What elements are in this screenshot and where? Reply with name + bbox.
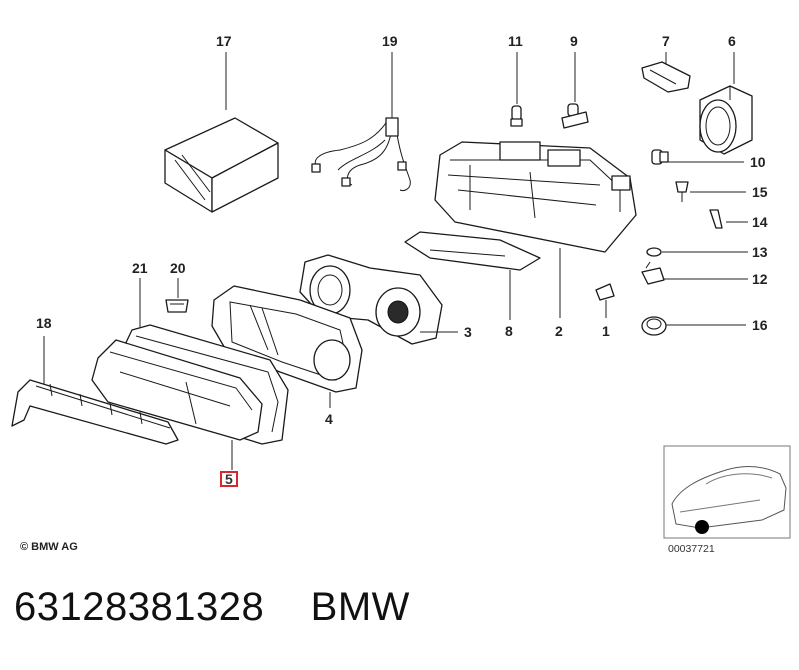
part-12-adjuster bbox=[641, 261, 665, 285]
part-3-reflector bbox=[299, 254, 443, 345]
part-7-cover bbox=[641, 61, 691, 93]
callout-16: 16 bbox=[752, 317, 768, 333]
car-locator-inset bbox=[663, 445, 791, 539]
copyright-text: © BMW AG bbox=[20, 541, 78, 553]
callout-17: 17 bbox=[216, 33, 232, 49]
callout-13: 13 bbox=[752, 244, 768, 260]
callout-8: 8 bbox=[505, 323, 513, 339]
callout-14: 14 bbox=[752, 214, 768, 230]
part-18-moulding-strip bbox=[11, 379, 179, 445]
part-9-bulb bbox=[561, 103, 589, 129]
callout-7: 7 bbox=[662, 33, 670, 49]
part-5-headlight-lens bbox=[91, 339, 263, 441]
callout-15: 15 bbox=[752, 184, 768, 200]
part-4-trim-frame bbox=[211, 285, 363, 393]
callout-9: 9 bbox=[570, 33, 578, 49]
part-8-cover-plate bbox=[404, 231, 541, 271]
callout-3: 3 bbox=[464, 324, 472, 340]
highlighted-part-marker bbox=[220, 471, 238, 487]
callout-6: 6 bbox=[728, 33, 736, 49]
part-10-bulb bbox=[651, 149, 669, 165]
part-13-washer bbox=[646, 247, 662, 257]
part-16-grommet bbox=[641, 316, 667, 336]
part-2-headlight-housing bbox=[434, 141, 637, 253]
callout-2: 2 bbox=[555, 323, 563, 339]
part-11-bulb bbox=[510, 105, 523, 127]
callout-4: 4 bbox=[325, 411, 333, 427]
part-1-adjusting-screw bbox=[595, 283, 615, 312]
part-20-clip bbox=[165, 299, 189, 313]
part-number-caption: 63128381328 BMW bbox=[14, 585, 410, 629]
callout-21: 21 bbox=[132, 260, 148, 276]
callout-12: 12 bbox=[752, 271, 768, 287]
part-15-clip bbox=[675, 181, 689, 202]
part-6-reflector-housing bbox=[699, 85, 753, 155]
callout-11: 11 bbox=[508, 33, 523, 49]
callout-1: 1 bbox=[602, 323, 610, 339]
callout-20: 20 bbox=[170, 260, 186, 276]
callout-10: 10 bbox=[750, 154, 766, 170]
callout-19: 19 bbox=[382, 33, 398, 49]
part-14-bracket bbox=[709, 209, 723, 229]
diagram-id: 00037721 bbox=[668, 543, 715, 555]
part-17-box bbox=[164, 117, 279, 213]
callout-5: 5 bbox=[225, 471, 233, 487]
callout-18: 18 bbox=[36, 315, 52, 331]
part-19-wiring-harness bbox=[311, 117, 411, 191]
